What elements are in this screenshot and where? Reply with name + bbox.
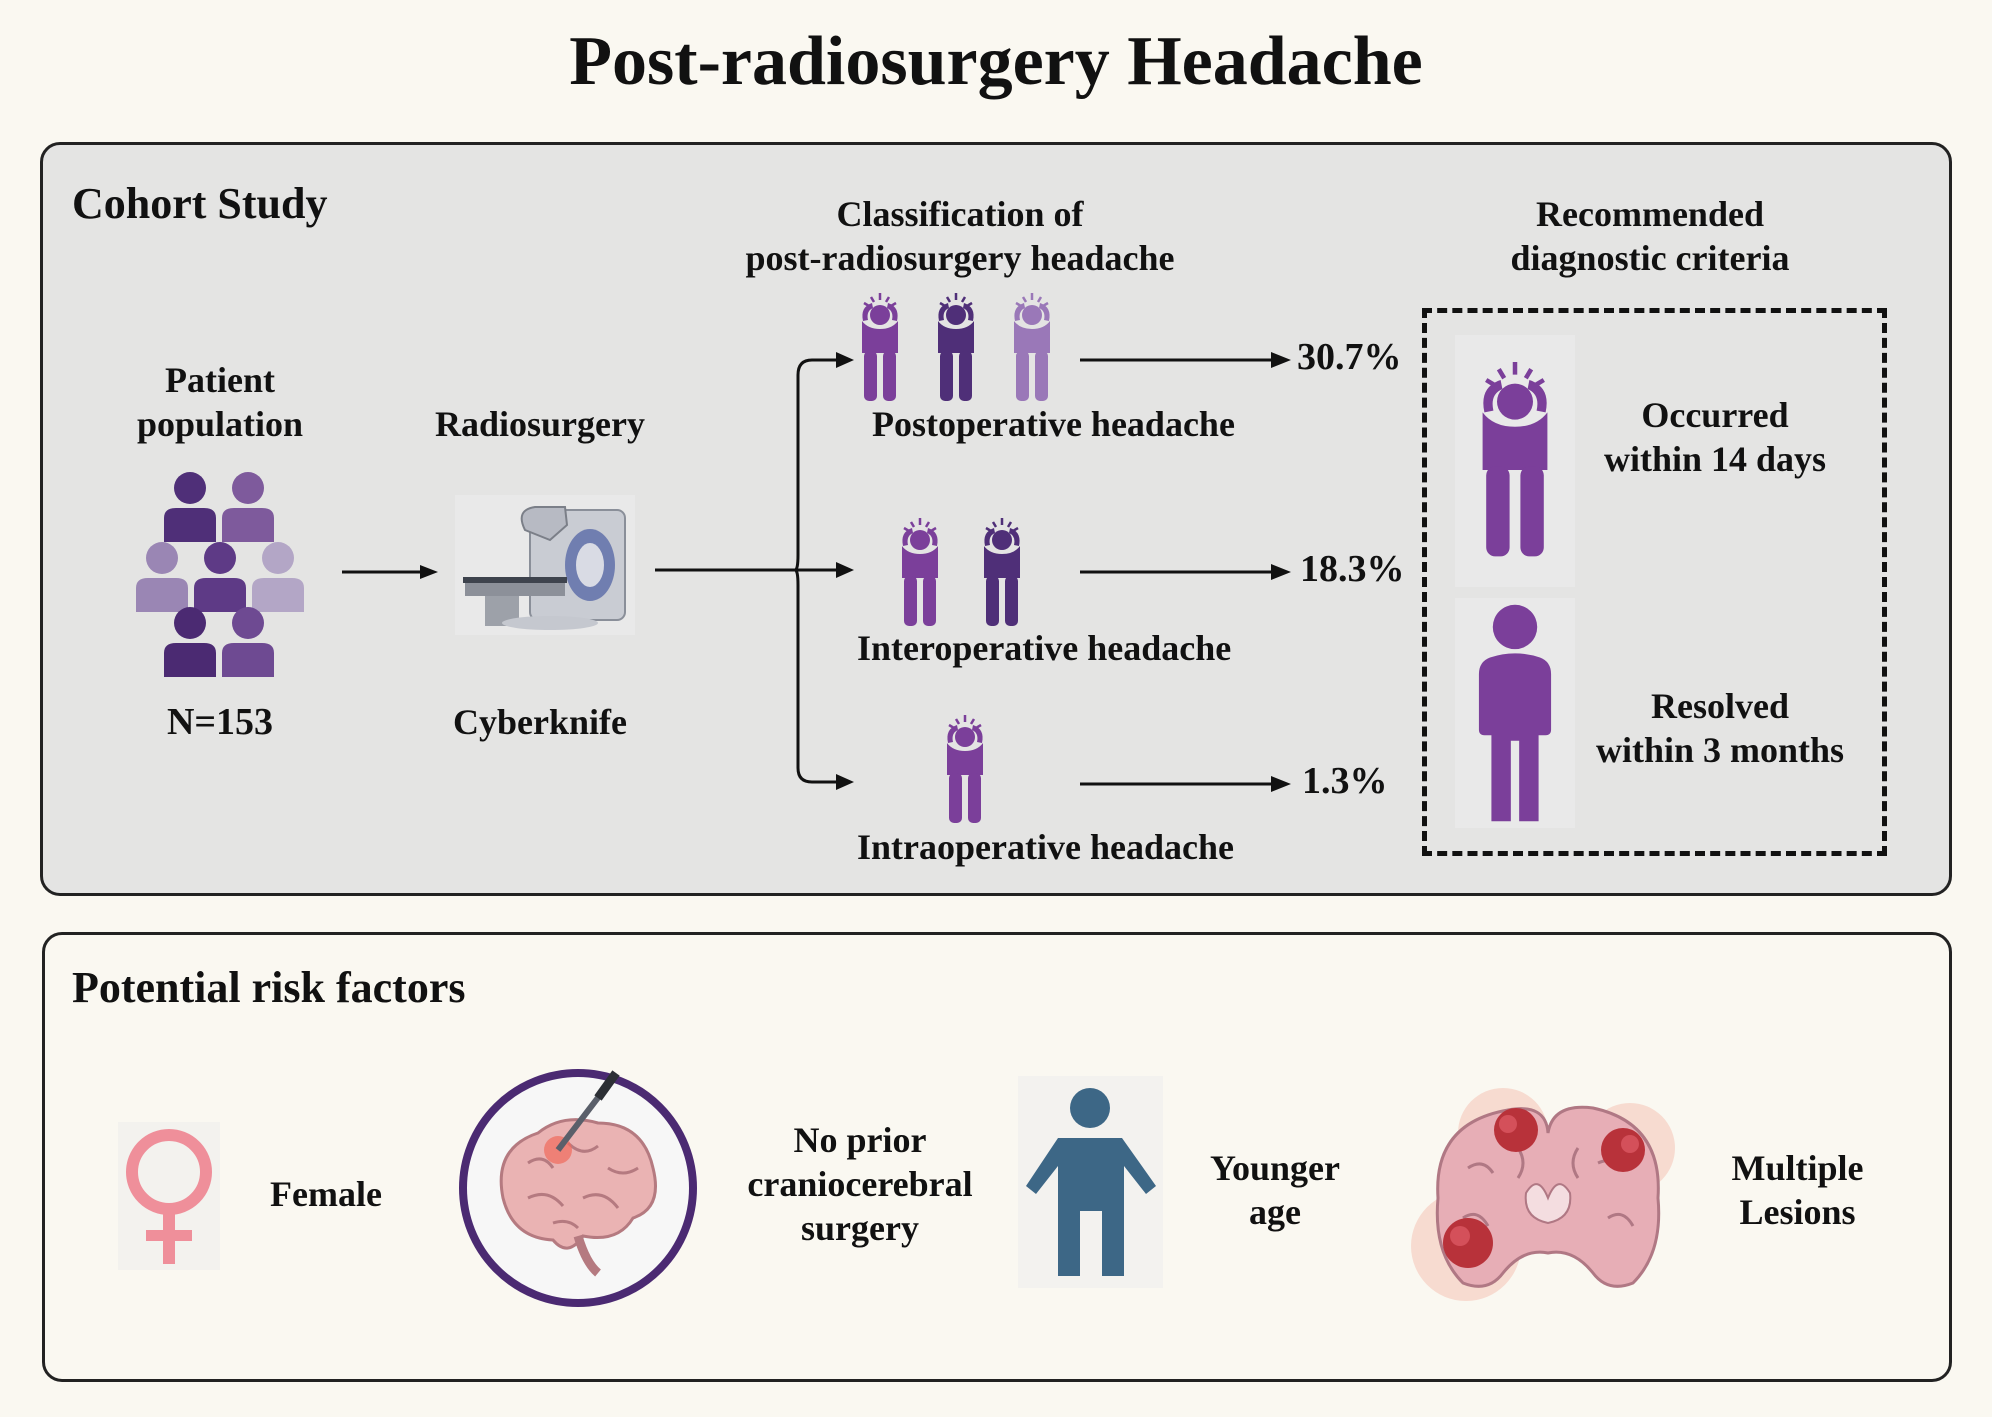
cohort-study-panel <box>40 142 1952 896</box>
risk-factor-no-prior-surgery: No prior craniocerebral surgery <box>730 1118 990 1250</box>
classification-heading: Classification of post-radiosurgery head… <box>700 192 1220 280</box>
interoperative-headache-label: Interoperative headache <box>857 628 1232 668</box>
risk-factor-younger-age-line1: Younger <box>1209 1148 1340 1188</box>
branching-arrows <box>655 352 854 790</box>
risk-factors-heading: Potential risk factors <box>72 963 466 1012</box>
postoperative-percent: 30.7% <box>1297 336 1402 378</box>
criteria-resolved-line2: within 3 months <box>1595 730 1845 770</box>
arrow-population-to-radiosurgery <box>342 565 438 579</box>
younger-person-icon <box>1018 1076 1163 1288</box>
diagnostic-criteria-box <box>1422 308 1887 856</box>
postoperative-headache-label: Postoperative headache <box>872 404 1235 444</box>
risk-factor-multiple-lesions-line1: Multiple <box>1731 1148 1864 1188</box>
page-title: Post-radiosurgery Headache <box>569 23 1423 100</box>
intraoperative-headache-label: Intraoperative headache <box>857 827 1234 867</box>
risk-factor-no-prior-surgery-line2: craniocerebral <box>747 1164 973 1204</box>
standing-person-icon <box>1455 598 1575 828</box>
arrow-interoperative <box>1080 564 1291 580</box>
criteria-heading: Recommended diagnostic criteria <box>1450 192 1850 280</box>
arrow-postoperative <box>1080 352 1291 368</box>
criteria-resolved-line1: Resolved <box>1651 686 1789 726</box>
brain-lesions-icon <box>1411 1088 1675 1301</box>
headache-person-icon <box>945 715 985 825</box>
population-size: N=153 <box>166 701 274 743</box>
headache-person-icon <box>900 518 940 628</box>
interoperative-percent: 18.3% <box>1300 548 1405 590</box>
risk-factor-no-prior-surgery-line1: No prior <box>793 1120 927 1160</box>
female-symbol-icon <box>118 1122 220 1270</box>
intraoperative-percent: 1.3% <box>1302 760 1388 802</box>
radiosurgery-label: Radiosurgery <box>435 404 645 444</box>
brain-surgery-icon <box>459 1069 697 1307</box>
risk-factor-younger-age: Younger age <box>1190 1146 1360 1234</box>
postoperative-headache-icon-group <box>860 293 1052 403</box>
risk-factor-female: Female <box>270 1174 382 1214</box>
cyberknife-machine-icon <box>455 495 635 635</box>
interoperative-headache-icon-group <box>900 518 1022 628</box>
classification-heading-line1: Classification of <box>836 194 1084 234</box>
criteria-heading-line1: Recommended <box>1536 194 1764 234</box>
headache-person-icon <box>936 293 976 403</box>
risk-factor-multiple-lesions: Multiple Lesions <box>1700 1146 1895 1234</box>
risk-factor-younger-age-line2: age <box>1249 1192 1301 1232</box>
risk-factor-multiple-lesions-line2: Lesions <box>1739 1192 1856 1232</box>
cyberknife-label: Cyberknife <box>453 702 627 742</box>
people-group-icon <box>136 472 304 677</box>
arrow-intraoperative <box>1080 776 1291 792</box>
criteria-resolved: Resolved within 3 months <box>1575 684 1865 772</box>
intraoperative-headache-icon-group <box>945 715 985 825</box>
headache-person-icon <box>1012 293 1052 403</box>
cohort-study-heading: Cohort Study <box>72 179 328 228</box>
criteria-heading-line2: diagnostic criteria <box>1510 238 1790 278</box>
patient-population-label: Patient population <box>108 358 332 446</box>
criteria-occurred: Occurred within 14 days <box>1575 393 1855 481</box>
patient-population-label-line1: Patient <box>165 360 275 400</box>
classification-heading-line2: post-radiosurgery headache <box>745 238 1175 278</box>
criteria-occurred-line2: within 14 days <box>1603 439 1827 479</box>
headache-person-icon <box>982 518 1022 628</box>
risk-factor-no-prior-surgery-line3: surgery <box>801 1208 919 1248</box>
criteria-occurred-line1: Occurred <box>1641 395 1789 435</box>
patient-population-label-line2: population <box>136 404 304 444</box>
headache-person-icon <box>1455 335 1575 587</box>
headache-person-icon <box>860 293 900 403</box>
